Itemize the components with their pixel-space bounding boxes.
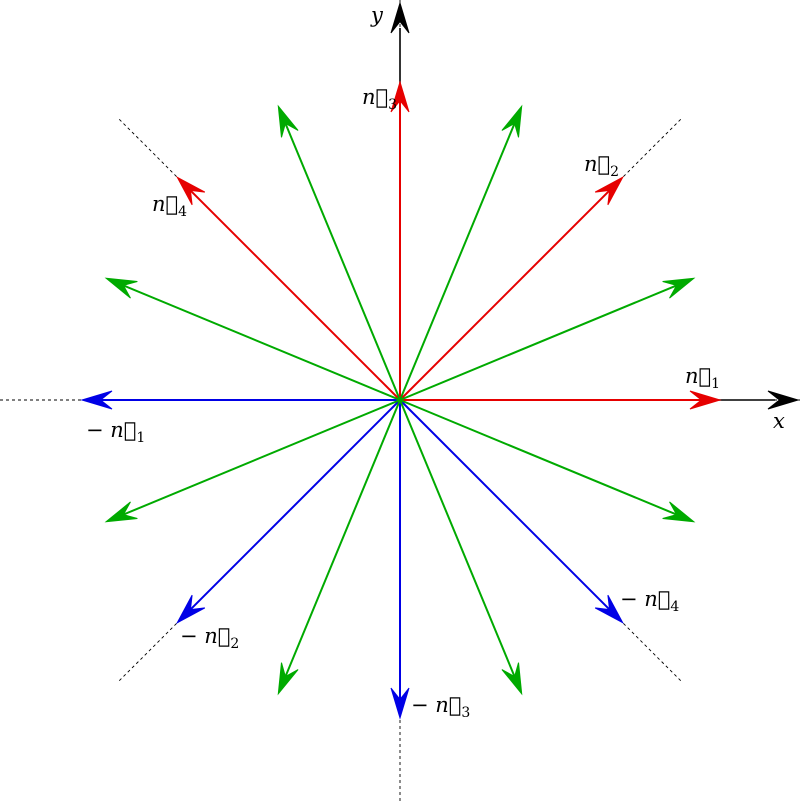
diagonal-guide-se [618, 618, 684, 684]
label-minus: − [411, 693, 435, 717]
label-subscript: 3 [388, 97, 397, 113]
vector-labels: n⃗1n⃗2n⃗3n⃗4− n⃗1− n⃗2− n⃗3− n⃗4 [86, 85, 720, 721]
label-base: n⃗ [644, 587, 670, 611]
vector-g1-shaft [399, 284, 677, 401]
vector-mn2-shaft [189, 399, 401, 611]
vector-g5-arrowhead [104, 501, 138, 523]
vector-g8-arrowhead [662, 501, 696, 523]
vector-n1 [400, 390, 722, 410]
label-subscript: 2 [610, 164, 619, 180]
vector-g2-shaft [399, 123, 516, 401]
vector-g2-arrowhead [501, 104, 523, 138]
label-mn1: − n⃗1 [86, 418, 145, 446]
label-n2: n⃗2 [584, 152, 619, 180]
vector-g6-arrowhead [277, 662, 299, 696]
label-minus: − [86, 418, 110, 442]
vector-g7-arrowhead [501, 662, 523, 696]
diagonal-guide-nw [116, 116, 182, 182]
label-subscript: 2 [230, 636, 239, 652]
label-subscript: 4 [670, 599, 679, 615]
label-base: n⃗ [152, 192, 178, 216]
label-mn4: − n⃗4 [620, 587, 679, 615]
label-mn3: − n⃗3 [411, 693, 470, 721]
label-base: n⃗ [435, 693, 461, 717]
vector-g1 [399, 277, 696, 401]
vector-g5 [104, 399, 401, 523]
vector-g3 [277, 104, 401, 401]
label-n4: n⃗4 [152, 192, 187, 220]
y-axis-label: y [370, 3, 384, 27]
label-mn2: − n⃗2 [180, 624, 239, 652]
label-base: n⃗ [204, 624, 230, 648]
vector-mn4-shaft [399, 399, 611, 611]
vector-g6 [277, 399, 401, 696]
vector-n4-shaft [189, 189, 401, 401]
label-minus: − [620, 587, 644, 611]
label-subscript: 1 [711, 376, 720, 392]
vector-n4 [176, 176, 401, 401]
vector-mn2 [176, 399, 401, 624]
vector-g3-arrowhead [277, 104, 299, 138]
label-base: n⃗ [584, 152, 610, 176]
vector-g6-shaft [284, 399, 401, 677]
label-n1: n⃗1 [685, 364, 720, 392]
vector-n3 [390, 80, 410, 400]
vector-g8 [399, 399, 696, 523]
vector-g4-shaft [123, 284, 401, 401]
x-axis-arrowhead [767, 390, 800, 410]
vector-g4 [104, 277, 401, 401]
vector-g3-shaft [284, 123, 401, 401]
vector-mn1 [80, 390, 400, 410]
vector-g8-shaft [399, 399, 677, 516]
label-base: n⃗ [685, 364, 711, 388]
vector-mn4 [399, 399, 624, 624]
vector-n2 [399, 176, 624, 401]
vector-g5-shaft [123, 399, 401, 516]
label-minus: − [180, 624, 204, 648]
label-base: n⃗ [362, 85, 388, 109]
label-base: n⃗ [110, 418, 136, 442]
vector-g4-arrowhead [104, 277, 138, 299]
label-subscript: 3 [461, 705, 470, 721]
label-subscript: 4 [178, 204, 187, 220]
coordinate-axes [390, 1, 800, 410]
label-n3: n⃗3 [362, 85, 397, 113]
diagonal-guide-ne [618, 116, 684, 182]
vector-mn3 [390, 400, 410, 720]
vector-g1-arrowhead [662, 277, 696, 299]
y-axis-arrowhead [390, 1, 410, 34]
diagonal-guide-sw [116, 618, 182, 684]
vector-g2 [399, 104, 523, 401]
vector-n2-shaft [399, 189, 611, 401]
x-axis-label: x [773, 409, 785, 433]
vector-g7-shaft [399, 399, 516, 677]
vector-g7 [399, 399, 523, 696]
direction-vectors [80, 80, 722, 720]
label-subscript: 1 [136, 430, 145, 446]
